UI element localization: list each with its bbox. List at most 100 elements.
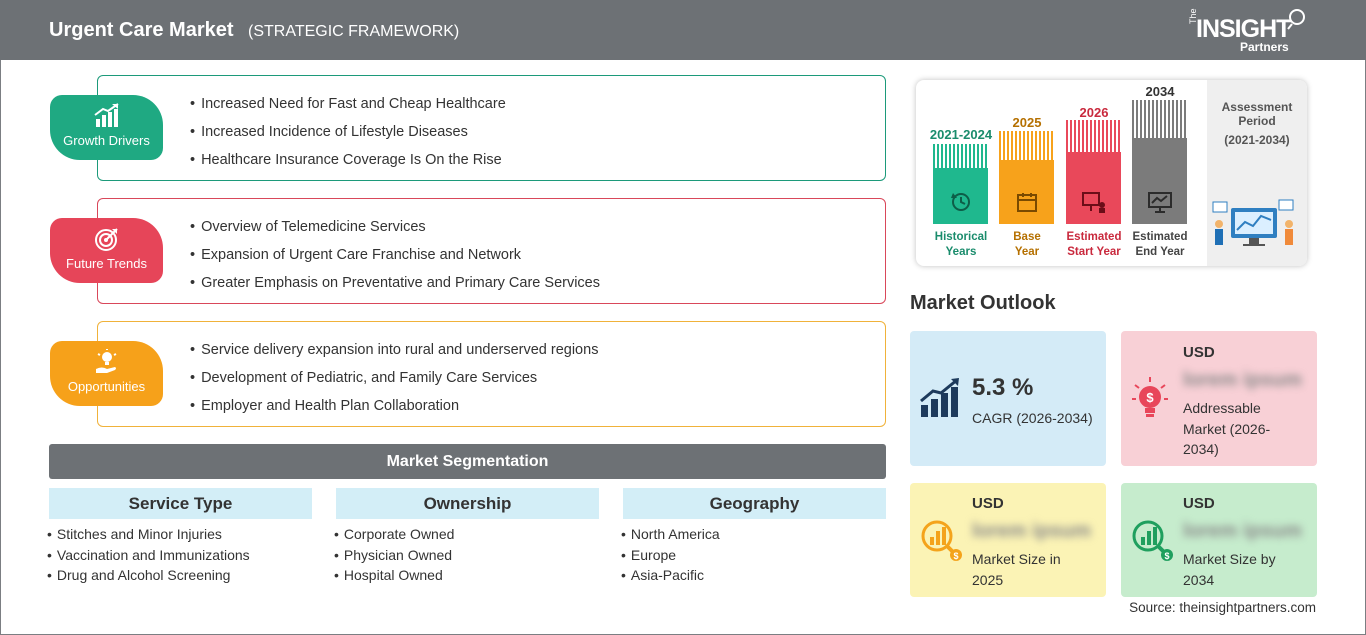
timeline-year-start: 2026 (1079, 105, 1109, 120)
logo-wordmark: INSIGHT (1196, 15, 1291, 43)
cagr-card: 5.3 % CAGR (2026-2034) (910, 331, 1106, 466)
svg-text:$: $ (1146, 390, 1154, 405)
list-item: Overview of Telemedicine Services (190, 219, 600, 247)
timeline-body-base (999, 160, 1054, 224)
list-item: Development of Pediatric, and Family Car… (190, 370, 598, 398)
timeline-body-historical (933, 168, 988, 224)
list-item: Healthcare Insurance Coverage Is On the … (190, 152, 506, 180)
list-item: Europe (621, 547, 720, 568)
timeline-year-end: 2034 (1145, 84, 1175, 99)
list-item: Employer and Health Plan Collaboration (190, 398, 598, 426)
timeline-bars-end (1132, 100, 1187, 138)
segment-ownership-list: Corporate Owned Physician Owned Hospital… (334, 526, 455, 588)
list-item: Expansion of Urgent Care Franchise and N… (190, 247, 600, 275)
target-icon (95, 228, 118, 251)
caption-line-1: Estimated (1066, 231, 1122, 243)
assessment-period-label: Assessment Period (1221, 100, 1293, 128)
list-item: Drug and Alcohol Screening (47, 567, 250, 588)
segment-service-type-list: Stitches and Minor Injuries Vaccination … (47, 526, 250, 588)
page-title: Urgent Care Market (49, 19, 234, 41)
future-trends-list: Overview of Telemedicine Services Expans… (190, 219, 600, 303)
logo-bulb-icon (1287, 9, 1305, 30)
list-item: Stitches and Minor Injuries (47, 526, 250, 547)
size-2025-label: Market Size in 2025 (972, 551, 1061, 588)
timeline-caption-historical: Historical Years (921, 230, 1001, 260)
segment-service-type-title: Service Type (49, 488, 312, 519)
svg-text:$: $ (1164, 551, 1169, 561)
caption-line-2: Start Year (1067, 246, 1121, 258)
caption-line-1: Base (1013, 231, 1041, 243)
timeline-caption-start: Estimated Start Year (1054, 230, 1134, 260)
list-item: Increased Incidence of Lifestyle Disease… (190, 124, 506, 152)
market-size-2034-card: $ USD lorem ipsum Market Size by 2034 (1121, 483, 1317, 597)
list-item: Asia-Pacific (621, 567, 720, 588)
caption-line-2: Year (1014, 246, 1040, 258)
magnifier-chart-icon: $ (1132, 520, 1173, 561)
assessment-period-panel: Assessment Period (2021-2034) (1207, 80, 1307, 266)
logo-partners: Partners (1240, 40, 1289, 54)
addressable-label: Addressable Market (2026-2034) (1183, 400, 1271, 457)
calendar-icon (1017, 193, 1037, 212)
growth-chart-icon (94, 103, 119, 127)
future-trends-box: Overview of Telemedicine Services Expans… (97, 198, 886, 304)
growth-drivers-list: Increased Need for Fast and Cheap Health… (190, 96, 506, 180)
future-trends-label: Future Trends (66, 256, 147, 271)
assessment-period-range: (2021-2034) (1224, 133, 1290, 147)
segment-ownership-title: Ownership (336, 488, 599, 519)
list-item: Service delivery expansion into rural an… (190, 342, 598, 370)
size-2034-currency: USD (1183, 495, 1215, 512)
list-item: Vaccination and Immunizations (47, 547, 250, 568)
market-size-2025-card: $ USD lorem ipsum Market Size in 2025 (910, 483, 1106, 597)
caption-line-1: Historical (934, 231, 988, 243)
caption-line-1: Estimated (1132, 231, 1188, 243)
timeline-bars-start (1066, 120, 1121, 152)
size-2025-currency: USD (972, 495, 1004, 512)
growth-drivers-box: Increased Need for Fast and Cheap Health… (97, 75, 886, 181)
svg-text:$: $ (953, 551, 958, 561)
history-icon (951, 193, 970, 211)
insight-partners-logo[interactable]: The INSIGHT Partners (1188, 8, 1313, 56)
magnifier-chart-icon: $ (921, 520, 962, 561)
addressable-currency: USD (1183, 344, 1215, 361)
header-bar: Urgent Care Market (STRATEGIC FRAMEWORK)… (0, 0, 1366, 60)
dollar-bulb-icon: $ (1132, 377, 1168, 417)
growth-drivers-badge: Growth Drivers (50, 95, 163, 160)
cagr-label: CAGR (2026-2034) (972, 410, 1093, 426)
addressable-market-card: $ USD lorem ipsum Addressable Market (20… (1121, 331, 1317, 466)
size-2034-label: Market Size by 2034 (1183, 551, 1276, 588)
timeline-bars-historical (933, 144, 988, 168)
timeline-body-end (1132, 138, 1187, 224)
lightbulb-hand-icon (96, 349, 117, 373)
caption-line-2: End Year (1135, 246, 1185, 258)
size-2034-value: lorem ipsum (1183, 520, 1302, 542)
growth-bar-chart-icon (920, 378, 959, 417)
analytics-people-icon (1212, 199, 1294, 246)
list-item: North America (621, 526, 720, 547)
opportunities-box: Service delivery expansion into rural an… (97, 321, 886, 427)
size-2025-value: lorem ipsum (972, 520, 1091, 542)
segment-geography-title: Geography (623, 488, 886, 519)
segment-geography-list: North America Europe Asia-Pacific (621, 526, 720, 588)
monitor-icon (1148, 192, 1172, 213)
addressable-value: lorem ipsum (1183, 369, 1302, 391)
caption-line-2: Years (945, 246, 977, 258)
market-outlook-title: Market Outlook (910, 292, 1056, 314)
timeline-year-base: 2025 (1012, 115, 1042, 130)
opportunities-list: Service delivery expansion into rural an… (190, 342, 598, 426)
growth-drivers-label: Growth Drivers (63, 133, 150, 148)
source-credit: Source: theinsightpartners.com (1129, 600, 1316, 615)
list-item: Increased Need for Fast and Cheap Health… (190, 96, 506, 124)
timeline-bars-base (999, 131, 1054, 160)
list-item: Physician Owned (334, 547, 454, 568)
market-segmentation-header: Market Segmentation (49, 444, 886, 479)
timeline-caption-end: Estimated End Year (1120, 230, 1200, 260)
presentation-icon (1082, 192, 1105, 213)
page-subtitle: (STRATEGIC FRAMEWORK) (248, 23, 460, 40)
opportunities-badge: Opportunities (50, 341, 163, 406)
timeline-year-historical: 2021-2024 (929, 127, 993, 142)
list-item: Corporate Owned (334, 526, 455, 547)
timeline-body-start (1066, 152, 1121, 224)
list-item: Greater Emphasis on Preventative and Pri… (190, 275, 600, 303)
cagr-value: 5.3 % (972, 374, 1034, 401)
timeline-caption-base: Base Year (987, 230, 1067, 260)
